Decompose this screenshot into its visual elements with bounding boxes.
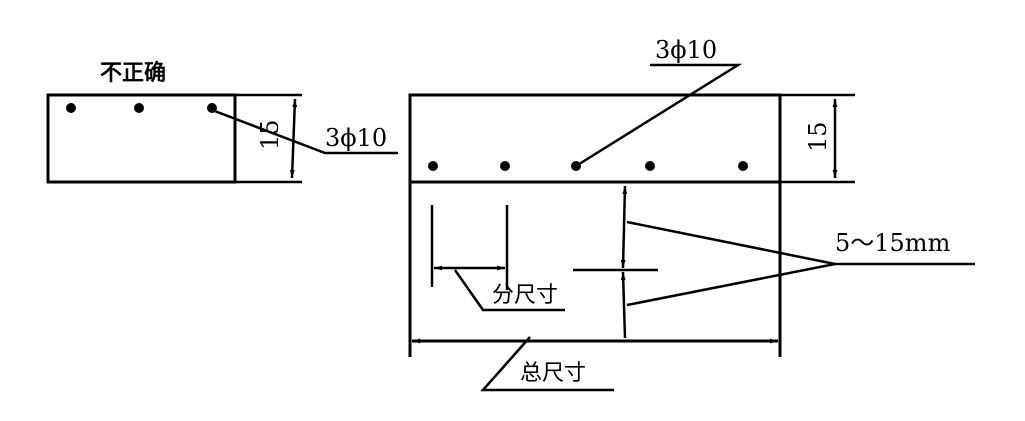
rebar-leader-line [211,108,398,155]
beam-top-outline [408,93,782,184]
rebar-dot [66,103,76,113]
sub-dimension-leader [453,269,565,312]
gap-leader-lines [626,220,836,307]
total-dimension-label: 总尺寸 [520,361,586,386]
incorrect-beam-outline [46,93,237,184]
rebar-dot [428,161,438,171]
dimension-line [289,98,298,179]
dimension-text: 15 [804,121,832,152]
sub-dimension-label: 分尺寸 [492,283,558,308]
rebar-label: 3ϕ10 [325,124,387,152]
rebar-label: 3ϕ10 [655,36,717,64]
rebar-dot [738,161,748,171]
rebar-dot [500,161,510,171]
gap-dimension-line [620,185,628,269]
incorrect-label: 不正确 [100,60,166,86]
rebar-leader-line [575,63,743,168]
incorrect-section: 不正确 15 3ϕ10 [46,60,398,184]
rebar-dot [645,161,655,171]
gap-label: 5～15mm [835,229,951,257]
rebar-dot [134,103,144,113]
correct-section: 15 3ϕ10 分尺寸 5～15mm 总尺寸 [408,36,975,392]
gap-dimension-line [620,271,627,339]
total-dimension-leader [480,336,614,392]
